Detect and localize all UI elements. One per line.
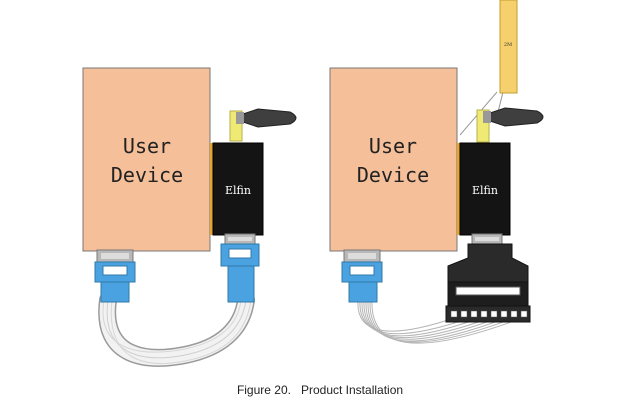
figure-title: Product Installation [300, 383, 404, 397]
serial-connector-icon [94, 249, 136, 303]
terminal-block-icon [445, 243, 531, 323]
elfin-module-accent [210, 143, 214, 235]
serial-connector-icon [341, 249, 383, 303]
right-wire-bundle [357, 299, 523, 344]
serial-connector-icon [471, 233, 503, 245]
left-setup: User Device Elfin [82, 67, 297, 367]
user-device-label-line1: User [123, 134, 171, 158]
user-device-label-line1: User [369, 134, 417, 158]
right-setup: 2M User Device [329, 0, 544, 344]
user-device-label-line2: Device [357, 163, 429, 187]
antenna-icon [476, 107, 544, 143]
antenna-icon [229, 108, 297, 142]
left-ribbon-cable [98, 291, 255, 367]
figure-caption: Figure 20. Product Installation [0, 383, 640, 397]
serial-connector-icon [220, 233, 260, 303]
elfin-module-label: Elfin [225, 184, 251, 197]
user-device-box [82, 67, 211, 252]
figure-number: Figure 20. [236, 383, 291, 397]
user-device-box [329, 67, 458, 252]
pcb-antenna-label: 2M [504, 42, 512, 48]
elfin-module-label: Elfin [472, 184, 498, 197]
elfin-module-accent [457, 143, 461, 235]
user-device-label-line2: Device [111, 163, 183, 187]
